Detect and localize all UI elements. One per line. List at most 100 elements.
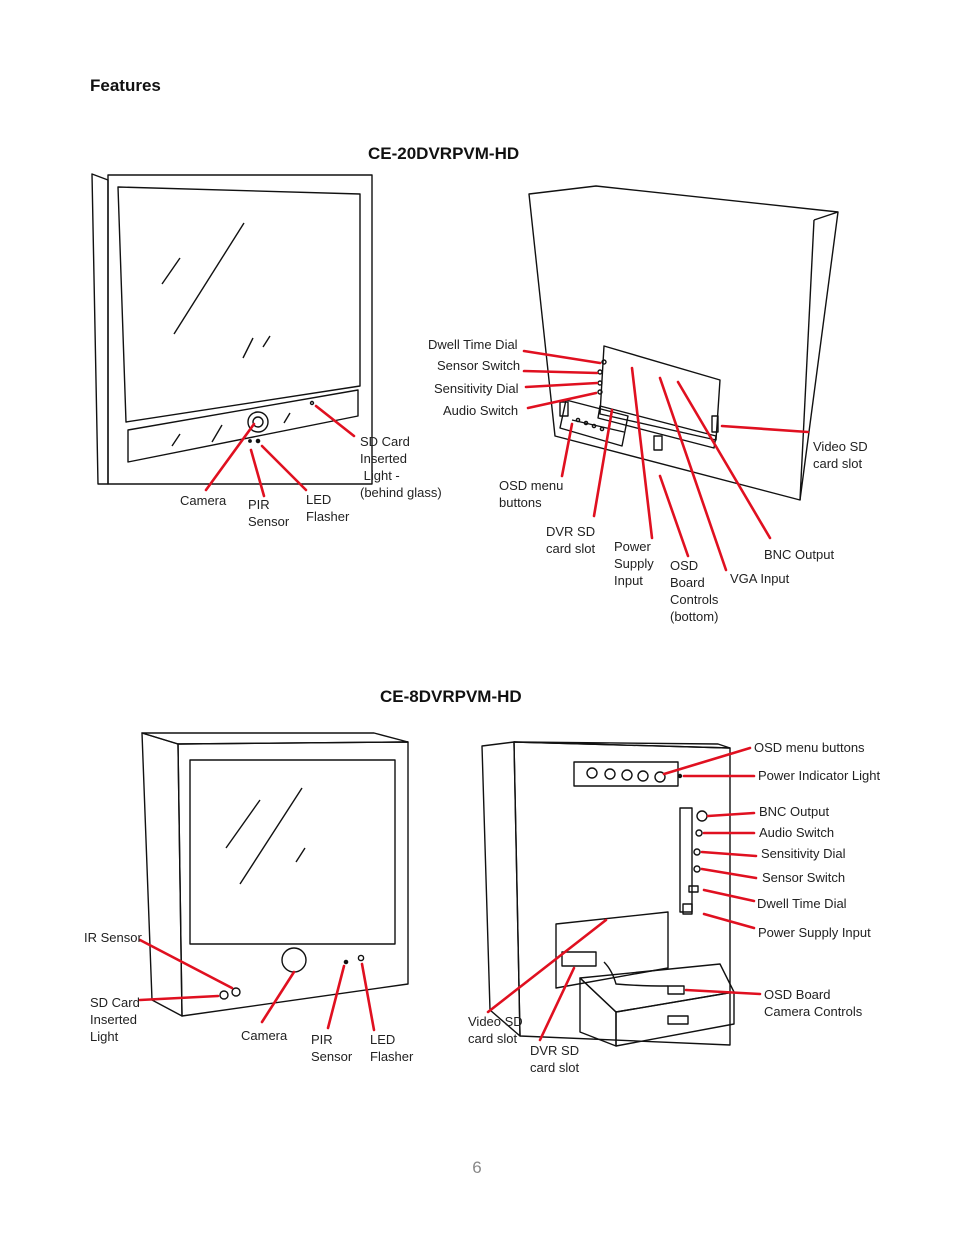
callout-8-sensor-switch (700, 867, 758, 880)
callout-8-osd-menu (662, 746, 752, 776)
model-20-back-monitor (528, 185, 839, 501)
model-8-sd-light-icon (219, 990, 229, 1000)
label-8-audio-switch: Audio Switch (759, 825, 835, 840)
label-20-dwell-time-dial: Dwell Time Dial (428, 337, 518, 352)
label-8-dwell-time-dial: Dwell Time Dial (757, 896, 847, 911)
label-20-power-supply-input: Power Supply Input (614, 539, 654, 588)
callout-8-dvr-sd (538, 966, 576, 1042)
label-20-sd-card-light: SD Card Inserted Light - (behind glass) (360, 434, 442, 500)
model-8-osd-menu-panel (573, 761, 679, 787)
label-20-osd-board-controls: OSD Board Controls (bottom) (670, 558, 719, 624)
model-8-power-input-icon (682, 903, 693, 915)
label-8-sd-card-light: SD Card Inserted Light (90, 995, 140, 1044)
callout-20-video-sd (720, 424, 810, 434)
label-8-osd-menu-buttons: OSD menu buttons (754, 740, 865, 755)
model-8-camera-icon (281, 947, 307, 973)
callout-20-sd-light (314, 404, 356, 438)
label-8-led-flasher: LED Flasher (370, 1032, 414, 1064)
model-20-camera-icon (247, 411, 269, 433)
callout-20-osd-menu (560, 422, 574, 478)
callout-8-sensitivity (700, 850, 758, 858)
callout-20-dvr-sd (592, 408, 614, 518)
model-8-led-icon (357, 954, 365, 962)
callout-20-sensitivity (524, 381, 599, 389)
label-8-osd-board-camera-controls: OSD Board Camera Controls (764, 987, 863, 1019)
label-8-bnc-output: BNC Output (759, 804, 830, 819)
model-8-sensitivity-icon (693, 848, 701, 856)
model-20-back-panel (599, 345, 721, 441)
label-8-pir-sensor: PIR Sensor (311, 1032, 353, 1064)
model-20-led-icon (248, 439, 252, 443)
callout-8-bnc (706, 811, 756, 818)
model-20-title: CE-20DVRPVM-HD (368, 144, 520, 163)
label-8-power-indicator-light: Power Indicator Light (758, 768, 881, 783)
label-8-dvr-sd-slot: DVR SD card slot (530, 1043, 580, 1075)
model-20-back-housing (528, 185, 839, 501)
callout-20-vga (658, 376, 728, 572)
callout-8-dwell (702, 888, 756, 903)
callout-8-led (360, 962, 376, 1032)
model-8-dvr-sd-slot (561, 951, 597, 967)
callout-8-ir (138, 938, 234, 990)
model-20-front-frame (107, 174, 373, 485)
model-8-front-face (177, 741, 409, 1017)
model-8-back-monitor (481, 741, 735, 1047)
label-8-sensitivity-dial: Sensitivity Dial (761, 846, 846, 861)
model-8-front-side (141, 732, 183, 1017)
label-8-sensor-switch: Sensor Switch (762, 870, 846, 885)
callout-8-power-input (702, 912, 756, 930)
callout-20-pir (249, 448, 266, 498)
model-20-sd-light-icon (309, 400, 315, 406)
callout-8-video-sd (486, 918, 608, 1014)
label-20-sensitivity-dial: Sensitivity Dial (434, 381, 519, 396)
model-20-front-monitor (91, 173, 373, 485)
model-20-osd-board (559, 399, 629, 447)
callout-20-audio (526, 391, 598, 410)
label-20-sensor-switch: Sensor Switch (437, 358, 521, 373)
label-20-dvr-sd-slot: DVR SD card slot (546, 524, 596, 556)
model-20-dvr-sd-slot (559, 401, 569, 417)
model-20-pir-icon (255, 438, 261, 444)
callout-20-osd-board (658, 474, 690, 558)
model-20-sensitivity-icon (597, 380, 603, 386)
model-8-bnc-icon (696, 810, 708, 822)
label-8-power-supply-input: Power Supply Input (758, 925, 871, 940)
callout-20-sensor-switch (522, 369, 599, 375)
callout-20-power (630, 366, 654, 540)
callout-20-dwell (522, 349, 602, 365)
callout-20-led (260, 444, 308, 492)
model-8-ir-icon (231, 987, 241, 997)
model-8-inner-bay (555, 911, 669, 989)
label-8-ir-sensor: IR Sensor (84, 930, 142, 945)
model-20-audio-icon (597, 389, 603, 395)
features-heading: Features (90, 76, 161, 95)
model-20-dwell-icon (601, 359, 607, 365)
callout-8-camera (260, 970, 296, 1024)
label-20-vga-input: VGA Input (730, 571, 790, 586)
model-20-front-screen (117, 186, 361, 423)
callout-8-sd-light (138, 994, 220, 1002)
model-8-osd-board-icon (667, 985, 685, 995)
callout-20-bnc (676, 380, 772, 540)
model-8-back-face (513, 741, 731, 1046)
model-8-pir-icon (343, 959, 349, 965)
model-8-power-indicator-icon (677, 773, 683, 779)
model-8-audio-icon (695, 829, 703, 837)
label-20-pir-sensor: PIR Sensor (248, 497, 290, 529)
label-8-video-sd-slot: Video SD card slot (468, 1014, 523, 1046)
model-8-osd-button-icon (654, 771, 666, 783)
model-8-dwell-icon (688, 885, 699, 893)
label-20-audio-switch: Audio Switch (443, 403, 519, 418)
callout-8-osd-board (684, 988, 762, 996)
label-8-camera: Camera (241, 1028, 288, 1043)
model-8-title: CE-8DVRPVM-HD (380, 687, 522, 706)
model-20-front-bezel-strip (127, 389, 359, 463)
page-number: 6 (472, 1158, 482, 1177)
model-20-sensor-switch-icon (597, 369, 603, 375)
callout-20-camera (204, 422, 256, 492)
model-8-front-monitor (141, 732, 409, 1017)
label-20-bnc-output: BNC Output (764, 547, 835, 562)
model-8-side-panel (679, 807, 693, 913)
label-20-video-sd-slot: Video SD card slot (813, 439, 868, 471)
